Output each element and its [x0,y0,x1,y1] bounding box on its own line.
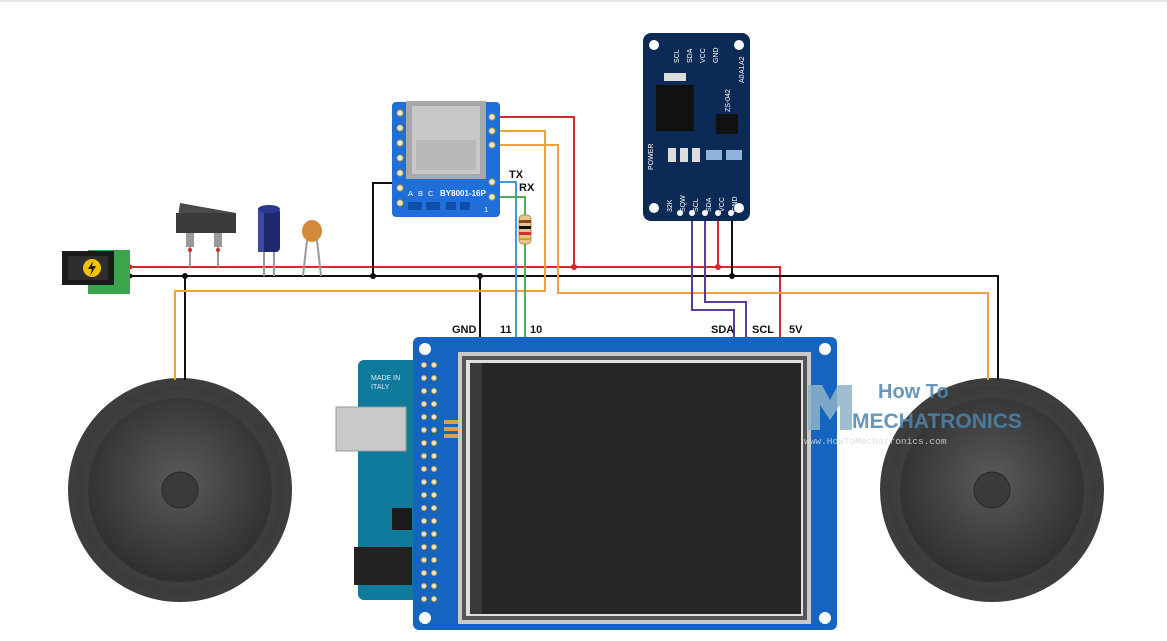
header-pin [431,544,437,550]
rtc-pin-sqw: SQW [680,195,687,212]
header-pin [421,492,427,498]
watermark-logo: How To MECHATRONICS www.HowToMechatronic… [804,381,1022,447]
wires [130,116,999,380]
pin-10-label: 10 [530,324,542,336]
header-pin [421,505,427,511]
header-pin [421,544,427,550]
rtc-module: SCL SDA VCC GND A0 A1 A2 ZS-042 POWER 32… [643,33,750,221]
speaker-left [68,378,292,602]
rtc-top-pin-scl: SCL [674,49,681,63]
arduino-country: ITALY [371,384,390,391]
gnd-label: GND [452,324,477,336]
junctions [127,264,735,279]
pin-11-label: 11 [500,324,512,336]
header-pin [431,531,437,537]
header-pin [421,362,427,368]
header-pin [431,570,437,576]
rtc-addr-a0: A0 [739,74,746,83]
header-pin [431,375,437,381]
header-pin [431,453,437,459]
shield-header-pins [421,362,437,602]
rtc-top-pin-vcc: VCC [700,48,707,63]
power-jack [354,547,412,585]
ceramic-capacitor [302,220,322,277]
header-pin [421,388,427,394]
rocker-switch [176,203,236,267]
scl-label: SCL [752,324,774,336]
5v-label: 5V [789,324,803,336]
rtc-addr-a2: A2 [739,56,746,65]
rtc-top-pin-gnd: GND [713,47,720,63]
header-pin [431,557,437,563]
rtc-pin-scl: SCL [693,198,700,212]
mp3-pin-b: B [418,189,423,198]
mp3-pin-c: C [428,189,434,198]
header-pin [431,414,437,420]
tx-label: TX [509,169,524,181]
rtc-pin-sda: SDA [706,197,713,212]
header-pin [421,375,427,381]
header-pin [421,427,427,433]
header-pin [431,362,437,368]
arduino-made-in: MADE IN [371,375,400,382]
header-pin [431,583,437,589]
sda-label: SDA [711,324,734,336]
header-pin [431,479,437,485]
header-pin [431,466,437,472]
rtc-module-name: ZS-042 [725,89,732,112]
rtc-power-label: POWER [648,144,655,170]
rtc-pin-vcc: VCC [719,197,726,212]
mp3-pin-1: 1 [484,205,488,214]
header-pin [421,414,427,420]
header-pin [431,401,437,407]
rtc-pin-gnd: GND [732,196,739,212]
rx-label: RX [519,182,535,194]
rtc-addr-a1: A1 [739,65,746,74]
mp3-pin-a: A [408,189,413,198]
header-pin [421,518,427,524]
header-pin [421,466,427,472]
lightning-icon [88,261,96,276]
header-pin [421,583,427,589]
header-pin [421,570,427,576]
dc-power-jack [62,250,130,294]
header-pin [431,505,437,511]
resistor [518,214,532,245]
mp3-module: A B C BY8001-16P 1 [392,101,500,217]
header-pin [431,518,437,524]
header-pin [431,427,437,433]
header-pin [421,440,427,446]
rtc-pin-32k: 32K [667,199,674,212]
header-pin [421,453,427,459]
header-pin [431,596,437,602]
eeprom-chip [716,114,738,134]
rtc-top-pin-sda: SDA [687,48,694,63]
header-pin [431,440,437,446]
electrolytic-capacitor [258,205,280,276]
header-pin [431,388,437,394]
top-border [0,0,1167,2]
header-pin [421,531,427,537]
header-pin [421,479,427,485]
header-pin [421,596,427,602]
header-pin [431,492,437,498]
tft-shield [413,337,837,630]
watermark-mechatronics: MECHATRONICS [852,410,1022,433]
tft-screen [470,363,801,614]
mp3-module-name: BY8001-16P [440,189,486,198]
rtc-chip [656,85,694,131]
header-pin [421,401,427,407]
usb-port [335,406,407,452]
header-pin [421,557,427,563]
watermark-url: www.HowToMechatronics.com [804,436,947,447]
watermark-how-to: How To [878,381,949,403]
speaker-right [880,378,1104,602]
